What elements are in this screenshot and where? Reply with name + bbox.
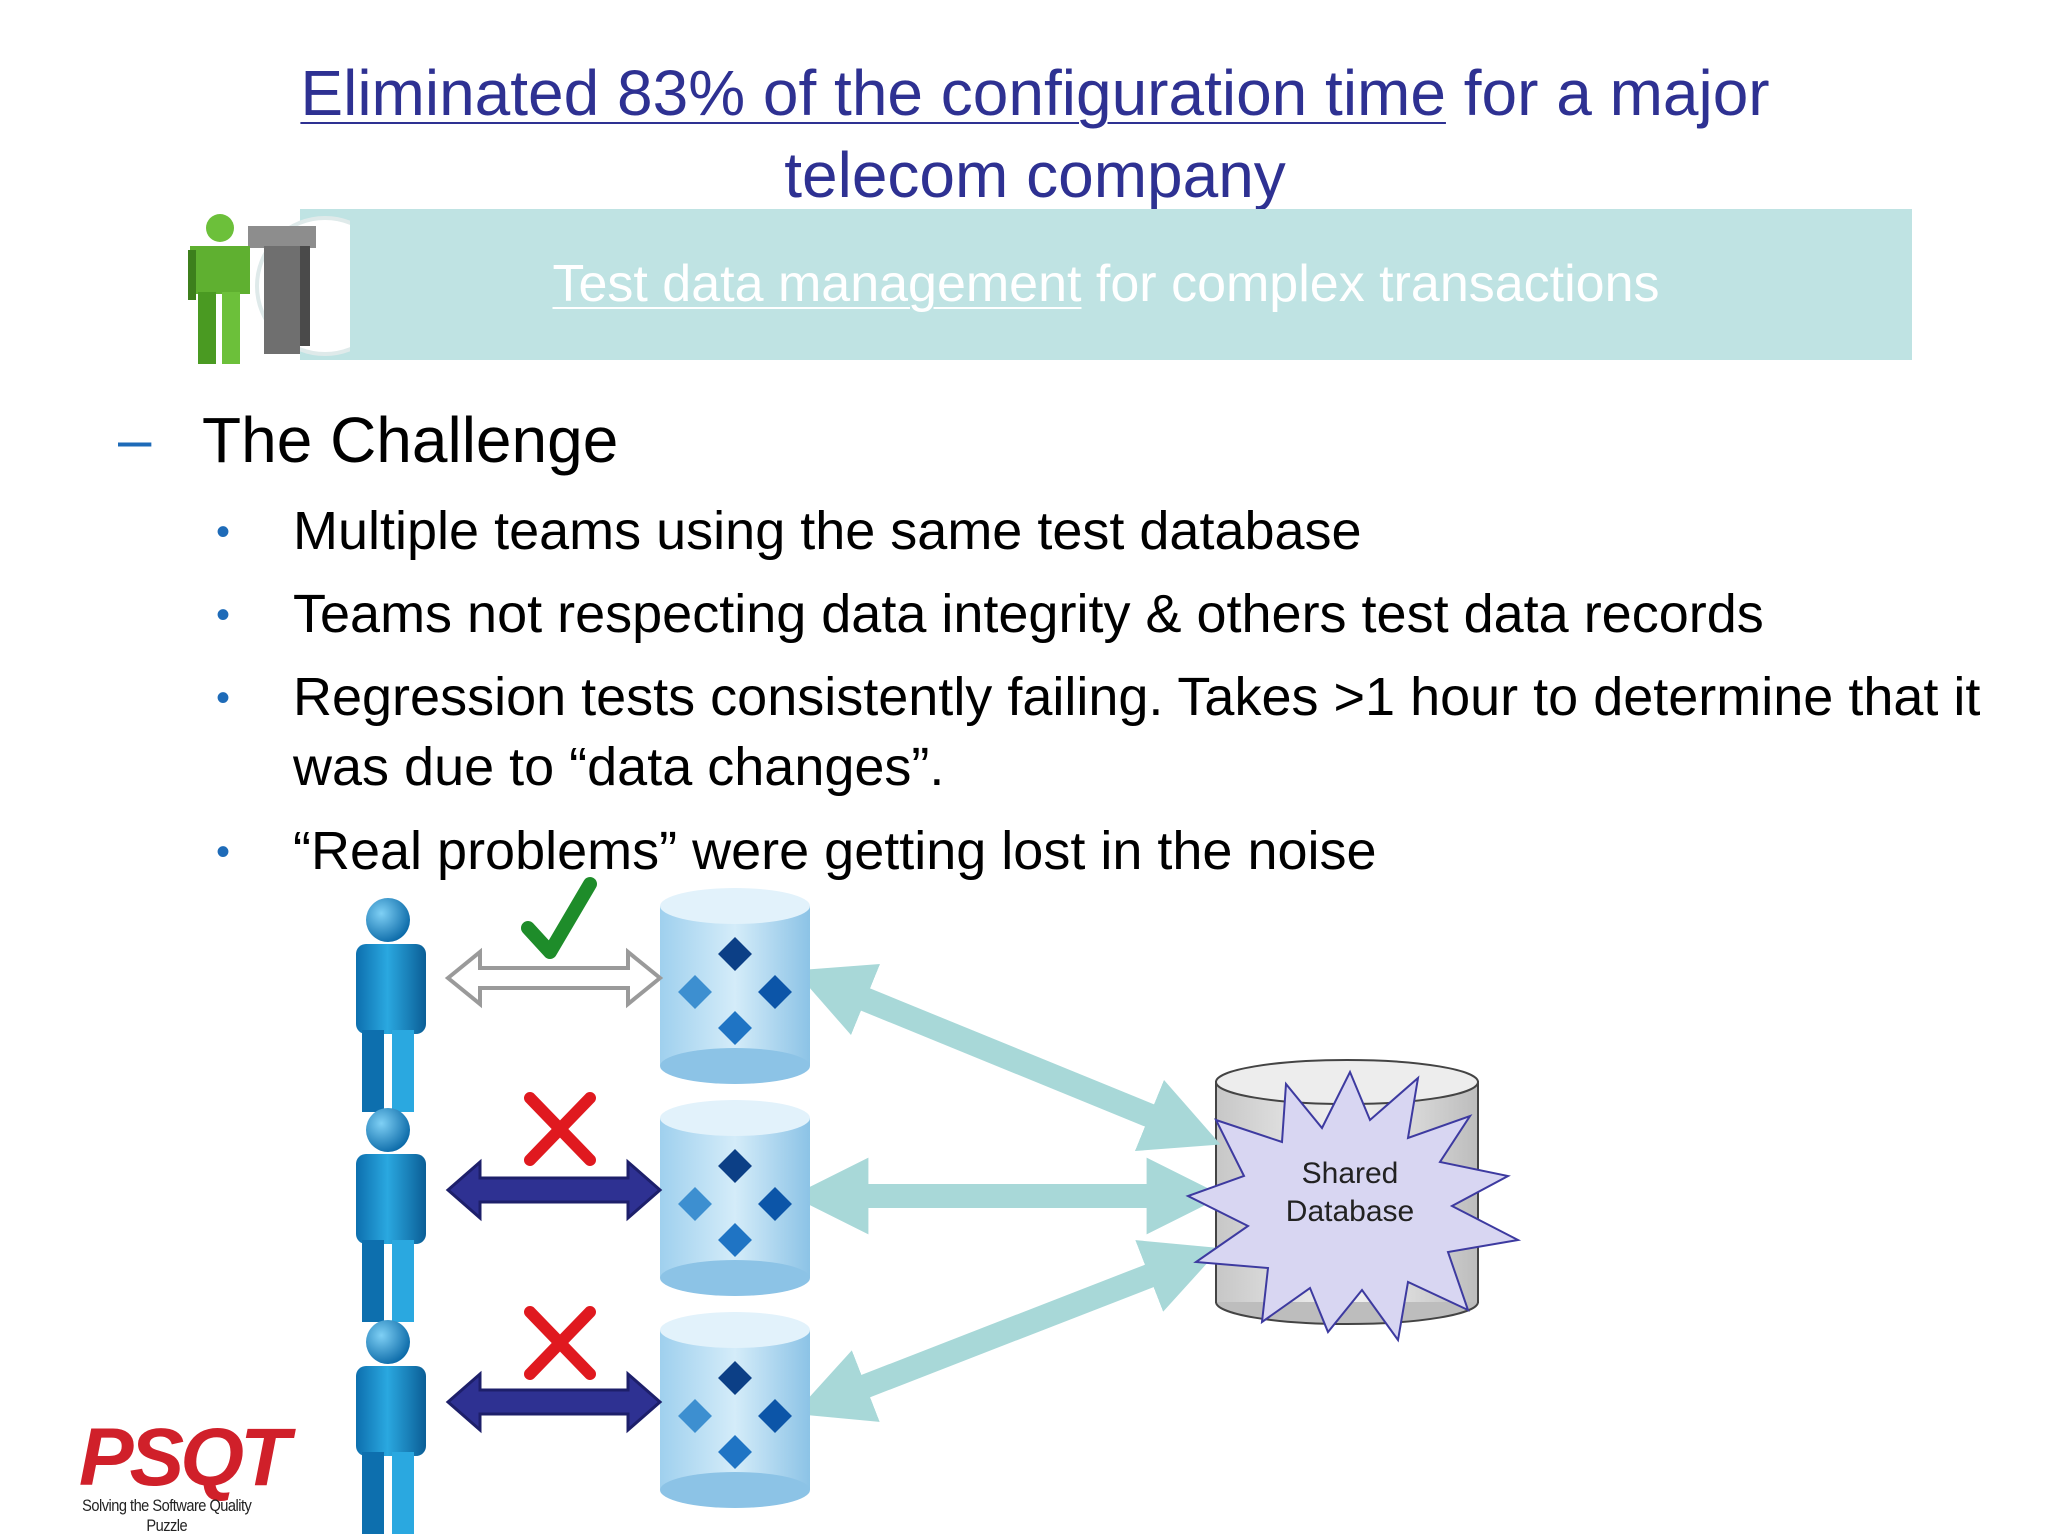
shared-database-label: Shared Database — [1285, 1157, 1415, 1228]
it-figures-logo-icon — [188, 214, 350, 364]
bullet-text: Teams not respecting data integrity & ot… — [293, 584, 1764, 644]
team-database-icon — [660, 888, 810, 1084]
section-dash: – — [118, 406, 152, 473]
person-icon — [356, 1108, 426, 1322]
grey-double-arrow — [444, 947, 664, 1009]
team-database-icon — [660, 1312, 810, 1508]
banner-text: Test data management for complex transac… — [300, 252, 1912, 316]
red-x-icon — [524, 1306, 596, 1380]
subtitle-banner — [300, 209, 1912, 360]
navy-double-arrow — [445, 1370, 663, 1434]
bullet-text: Multiple teams using the same test datab… — [293, 501, 1362, 561]
banner-rest: for complex transactions — [1081, 255, 1660, 313]
bullet-dot: • — [216, 510, 231, 554]
title-link[interactable]: Eliminated 83% of the configuration time — [300, 57, 1446, 129]
bullet-text: Regression tests consistently failing. T… — [293, 667, 1981, 797]
bullet-dot: • — [216, 593, 231, 637]
person-icon — [356, 1320, 426, 1534]
slide-title: Eliminated 83% of the configuration time… — [180, 52, 1890, 216]
teal-arrow-top — [794, 963, 1221, 1152]
psqt-tagline: Solving the Software Quality Puzzle — [82, 1496, 252, 1535]
person-icon — [356, 898, 426, 1112]
banner-link[interactable]: Test data management — [552, 255, 1082, 313]
title-rest: for a major telecom company — [784, 57, 1770, 211]
teal-arrows — [791, 963, 1224, 1422]
team-database-icon — [660, 1100, 810, 1296]
teal-arrow-bottom — [794, 1240, 1221, 1422]
check-mark-icon — [521, 877, 597, 959]
bullet-dot: • — [216, 676, 231, 720]
shared-database-starburst — [1185, 1069, 1522, 1343]
navy-double-arrow — [445, 1158, 663, 1222]
psqt-logo-word: PSQT — [78, 1412, 290, 1503]
psqt-logo: PSQT Solving the Software Quality Puzzle — [70, 1412, 295, 1536]
bullet-text: “Real problems” were getting lost in the… — [293, 821, 1377, 881]
bullet-dot: • — [216, 830, 231, 874]
section-heading: The Challenge — [202, 404, 619, 476]
red-x-icon — [524, 1092, 596, 1166]
